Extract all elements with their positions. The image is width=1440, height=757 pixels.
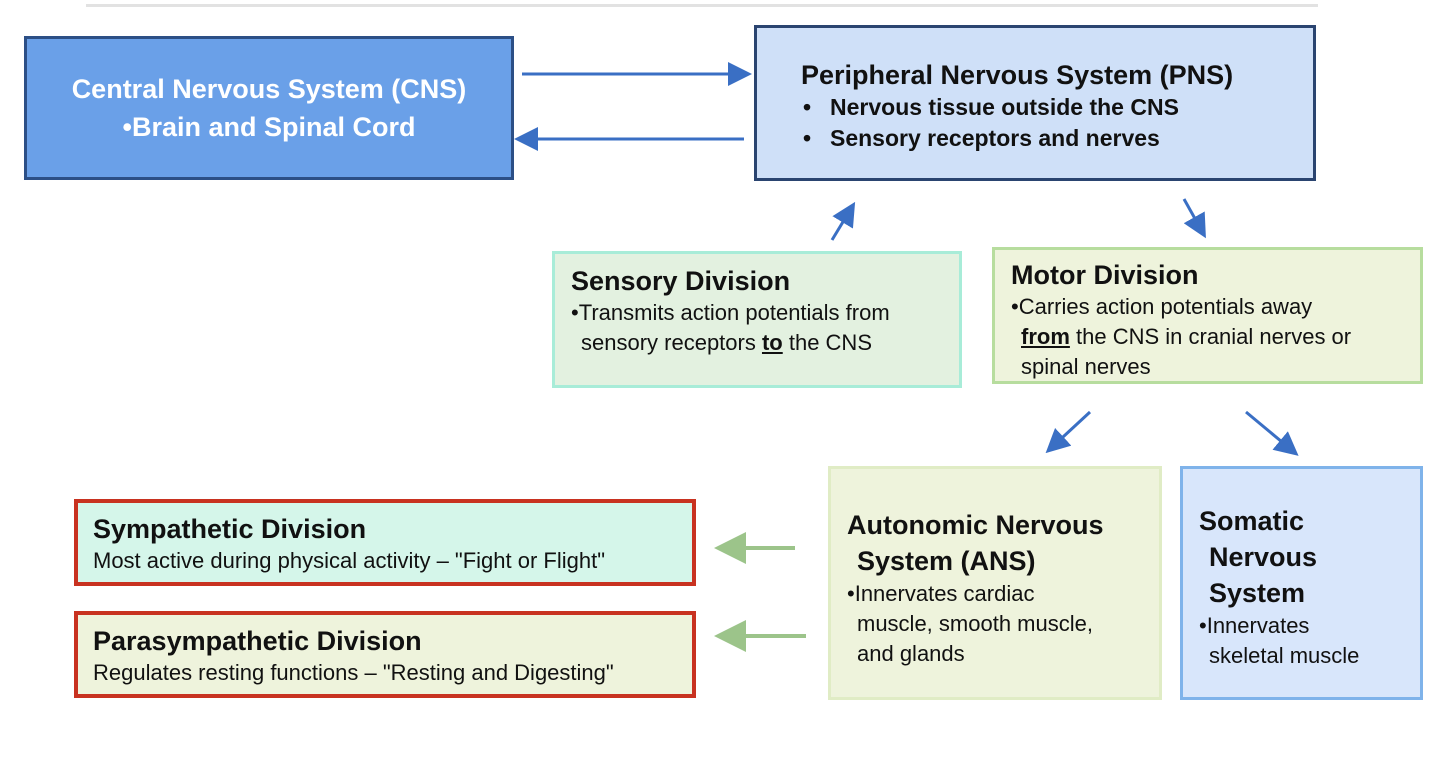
top-divider-line (86, 4, 1318, 7)
somatic-box: Somatic Nervous System •Innervates skele… (1180, 466, 1423, 700)
pns-bullet: Nervous tissue outside the CNS (801, 92, 1313, 123)
sympathetic-description: Most active during physical activity – "… (93, 548, 606, 573)
ans-line-2: muscle, smooth muscle, (857, 611, 1093, 636)
motor-line-2: from the CNS in cranial nerves or (1011, 322, 1420, 352)
somatic-line-1: •Innervates (1199, 613, 1310, 638)
cns-box: Central Nervous System (CNS) •Brain and … (24, 36, 514, 180)
cns-subtitle: •Brain and Spinal Cord (122, 112, 416, 142)
motor-title: Motor Division (1011, 260, 1199, 290)
motor-line-1: •Carries action potentials away (1011, 294, 1313, 319)
sensory-line-2-pre: sensory receptors (581, 330, 762, 355)
ans-box: Autonomic Nervous System (ANS) •Innervat… (828, 466, 1162, 700)
pns-bullet-list: Nervous tissue outside the CNS Sensory r… (801, 92, 1313, 154)
somatic-line-2: skeletal muscle (1209, 643, 1360, 668)
somatic-title-line-2: Nervous (1209, 542, 1318, 572)
sensory-description: •Transmits action potentials from sensor… (571, 298, 959, 358)
ans-title-line-1: Autonomic Nervous (847, 510, 1104, 540)
pns-bullet: Sensory receptors and nerves (801, 123, 1313, 154)
pns-title: Peripheral Nervous System (PNS) (801, 60, 1234, 90)
sensory-line-2-post: the CNS (782, 330, 872, 355)
parasympathetic-title: Parasympathetic Division (93, 626, 422, 656)
ans-title-line-2: System (ANS) (857, 546, 1036, 576)
motor-emphasis-from: from (1021, 324, 1070, 349)
somatic-title-line-3: System (1209, 578, 1306, 608)
ans-description: •Innervates cardiac muscle, smooth muscl… (847, 579, 1159, 669)
sensory-title: Sensory Division (571, 266, 791, 296)
motor-line-3: spinal nerves (1021, 354, 1151, 379)
sensory-emphasis-to: to (761, 330, 783, 355)
arrow-motor-to-somatic (1245, 410, 1299, 456)
sympathetic-division-box: Sympathetic Division Most active during … (74, 499, 696, 586)
ans-line-1: •Innervates cardiac (847, 581, 1035, 606)
sensory-line-2: sensory receptors to the CNS (571, 328, 959, 358)
cns-title: Central Nervous System (CNS) (71, 74, 467, 104)
motor-division-box: Motor Division •Carries action potential… (992, 247, 1423, 384)
motor-description: •Carries action potentials away from the… (1011, 292, 1420, 382)
sensory-division-box: Sensory Division •Transmits action poten… (552, 251, 962, 388)
somatic-description: •Innervates skeletal muscle (1199, 611, 1420, 671)
parasympathetic-description: Regulates resting functions – "Resting a… (93, 660, 614, 685)
somatic-title-line-1: Somatic (1199, 506, 1305, 536)
sensory-line-1: •Transmits action potentials from (571, 300, 890, 325)
arrow-motor-to-ans (1045, 410, 1092, 454)
pns-box: Peripheral Nervous System (PNS) Nervous … (754, 25, 1316, 181)
arrow-pns-to-motor (1182, 198, 1206, 239)
sympathetic-title: Sympathetic Division (93, 514, 367, 544)
ans-line-3: and glands (857, 641, 965, 666)
parasympathetic-division-box: Parasympathetic Division Regulates resti… (74, 611, 696, 698)
arrow-sensory-to-pns (830, 201, 856, 241)
motor-line-2-post: the CNS in cranial nerves or (1069, 324, 1352, 349)
